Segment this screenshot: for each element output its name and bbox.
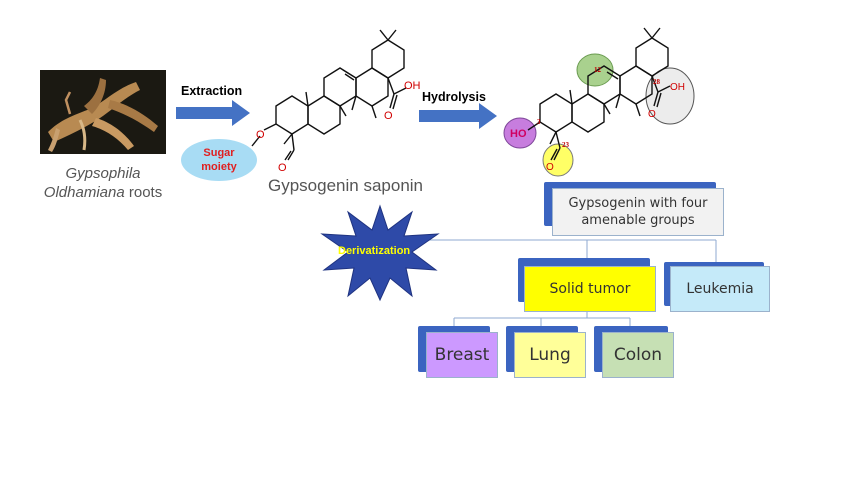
caption-roots-word: roots — [124, 184, 163, 201]
gypsogenin-saponin-structure: O O OH O — [251, 29, 421, 174]
solid-tumor-label: Solid tumor — [549, 281, 631, 297]
position-12-label: 12 — [594, 66, 602, 74]
derivatization-starburst — [320, 204, 440, 302]
saponin-title: Gypsogenin saponin — [268, 176, 424, 195]
gypsogenin-hydroxyl: HO — [510, 128, 527, 140]
saponin-acid-oxygen: O — [384, 110, 393, 122]
alkene-highlight — [576, 53, 614, 87]
sugar-label-1: Sugar — [203, 147, 235, 159]
saponin-acid-oh: OH — [404, 80, 421, 92]
gypsogenin-structure: HO OH O O 3 12 23 28 — [503, 27, 695, 177]
gypsogenin-acid-oxygen: O — [648, 109, 656, 120]
sugar-moiety: Sugar moiety — [181, 139, 257, 181]
derivatization-label: Derivatization — [338, 245, 411, 257]
gypsogenin-aldehyde-oxygen: O — [546, 162, 554, 173]
breast-label: Breast — [434, 345, 490, 365]
caption-species: Oldhamiana — [43, 184, 125, 201]
gypsogenin-root-box: Gypsogenin with four amenable groups — [552, 188, 724, 236]
position-23-label: 23 — [562, 141, 570, 149]
leukemia-label: Leukemia — [686, 281, 754, 297]
hydroxyl-highlight — [503, 117, 537, 149]
colon-box: Colon — [602, 332, 674, 378]
extraction-label: Extraction — [181, 84, 243, 98]
extraction-arrow — [176, 100, 250, 126]
acid-highlight — [645, 67, 695, 125]
position-28-label: 28 — [653, 78, 661, 86]
solid-tumor-box: Solid tumor — [524, 266, 656, 312]
gypsogenin-root-label: Gypsogenin with four amenable groups — [568, 196, 708, 228]
sugar-label-2: moiety — [201, 161, 237, 173]
lung-label: Lung — [529, 345, 571, 365]
colon-label: Colon — [613, 345, 663, 365]
gypsophila-roots-photo — [40, 70, 166, 154]
aldehyde-highlight — [542, 143, 574, 177]
breast-box: Breast — [426, 332, 498, 378]
hydrolysis-arrow — [419, 103, 497, 129]
leukemia-box: Leukemia — [670, 266, 770, 312]
caption-genus: Gypsophila — [65, 165, 141, 182]
roots-caption: Gypsophila Oldhamiana roots — [40, 164, 166, 202]
lung-box: Lung — [514, 332, 586, 378]
gypsogenin-acid-oh: OH — [670, 82, 685, 93]
saponin-ester-oxygen: O — [256, 129, 265, 141]
saponin-aldehyde-oxygen: O — [278, 162, 287, 174]
hydrolysis-label: Hydrolysis — [422, 90, 486, 104]
position-3-label: 3 — [537, 118, 541, 126]
